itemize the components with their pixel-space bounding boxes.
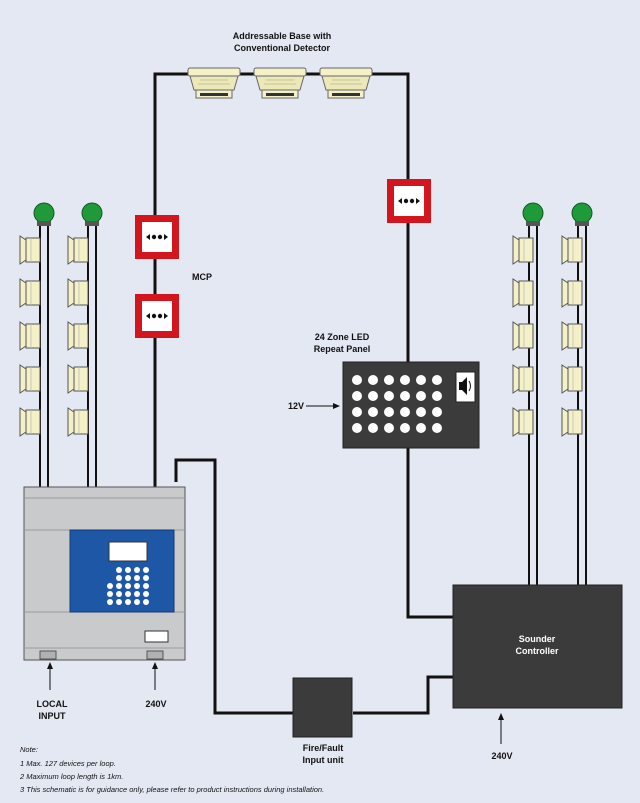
- fire-unit-label-line1: Fire/Fault: [303, 743, 344, 753]
- left-sounders-b: [67, 235, 89, 437]
- keypad-key: [116, 599, 122, 605]
- panel-voltage-label: 240V: [145, 699, 166, 709]
- led-indicator: [432, 375, 442, 385]
- repeat-panel-label-line1: 24 Zone LED: [315, 332, 370, 342]
- manual-call-point-icon: [387, 179, 431, 223]
- led-grid: [352, 375, 442, 433]
- detection-loop-wire: [153, 72, 453, 619]
- keypad-key: [134, 591, 140, 597]
- note-item: 2 Maximum loop length is 1km.: [19, 772, 123, 781]
- keypad-key: [116, 583, 122, 589]
- keypad-key: [143, 599, 149, 605]
- led-indicator: [432, 391, 442, 401]
- keypad-key: [134, 575, 140, 581]
- mcp-label: MCP: [192, 272, 212, 282]
- manual-call-point-icon: [135, 215, 179, 259]
- led-indicator: [368, 423, 378, 433]
- manual-call-point-icon: [135, 294, 179, 338]
- local-input-label-line1: LOCAL: [37, 699, 68, 709]
- keypad-key: [134, 599, 140, 605]
- keypad-key: [143, 583, 149, 589]
- sounder-controller-label-line2: Controller: [515, 646, 558, 656]
- smoke-detector-icon: [319, 67, 373, 99]
- beacon-icon: [33, 202, 55, 226]
- keypad-key: [116, 575, 122, 581]
- keypad-key: [107, 583, 113, 589]
- repeat-panel-label-line2: Repeat Panel: [314, 344, 371, 354]
- beacon-icon: [522, 202, 544, 226]
- keypad-key: [143, 575, 149, 581]
- keypad-key: [134, 567, 140, 573]
- sounder-control-wire: [353, 675, 453, 715]
- left-sounders-a: [19, 235, 41, 437]
- notes: Note: 1 Max. 127 devices per loop. 2 Max…: [19, 745, 324, 794]
- smoke-detector-icon: [187, 67, 241, 99]
- control-panel: [23, 486, 186, 661]
- detector-label-line2: Conventional Detector: [234, 43, 331, 53]
- keypad-key: [125, 583, 131, 589]
- right-sounder-cables: [528, 222, 587, 587]
- keypad-key: [125, 567, 131, 573]
- led-indicator: [400, 423, 410, 433]
- note-item: 1 Max. 127 devices per loop.: [20, 759, 116, 768]
- led-indicator: [432, 423, 442, 433]
- beacons: [33, 202, 593, 226]
- beacon-icon: [81, 202, 103, 226]
- keypad-key: [125, 575, 131, 581]
- led-indicator: [384, 407, 394, 417]
- led-indicator: [432, 407, 442, 417]
- led-indicator: [416, 423, 426, 433]
- note-item: 3 This schematic is for guidance only, p…: [20, 785, 324, 794]
- keypad-key: [116, 591, 122, 597]
- led-indicator: [368, 407, 378, 417]
- led-indicator: [416, 375, 426, 385]
- panel-keypad: [107, 567, 149, 605]
- wiring: [153, 72, 453, 715]
- sounder-controller-label-line1: Sounder: [519, 634, 556, 644]
- led-indicator: [352, 391, 362, 401]
- repeat-panel-voltage: 12V: [288, 401, 304, 411]
- keypad-key: [116, 567, 122, 573]
- panel-display: [108, 541, 148, 562]
- keypad-key: [143, 567, 149, 573]
- led-indicator: [416, 391, 426, 401]
- beacon-icon: [571, 202, 593, 226]
- fire-input-wire: [174, 458, 293, 715]
- keypad-key: [134, 583, 140, 589]
- led-indicator: [352, 407, 362, 417]
- detector-row: [187, 67, 373, 99]
- notes-title: Note:: [20, 745, 38, 754]
- keypad-key: [143, 591, 149, 597]
- led-indicator: [384, 391, 394, 401]
- led-indicator: [400, 407, 410, 417]
- sounder-voltage-label: 240V: [491, 751, 512, 761]
- repeat-panel: [342, 361, 480, 449]
- led-indicator: [352, 375, 362, 385]
- detector-label-line1: Addressable Base with: [233, 31, 332, 41]
- led-indicator: [384, 423, 394, 433]
- keypad-key: [107, 591, 113, 597]
- sounder-controller: [452, 584, 623, 709]
- keypad-key: [107, 599, 113, 605]
- keypad-key: [125, 599, 131, 605]
- led-indicator: [368, 391, 378, 401]
- fire-unit-label-line2: Input unit: [303, 755, 344, 765]
- left-sounder-cables: [39, 222, 97, 488]
- local-input-label-line2: INPUT: [39, 711, 67, 721]
- led-indicator: [352, 423, 362, 433]
- led-indicator: [416, 407, 426, 417]
- speaker-icon: [459, 377, 471, 395]
- smoke-detector-icon: [253, 67, 307, 99]
- led-indicator: [368, 375, 378, 385]
- led-indicator: [400, 375, 410, 385]
- led-indicator: [384, 375, 394, 385]
- fire-fault-input-unit: [292, 677, 353, 738]
- keypad-key: [125, 591, 131, 597]
- led-indicator: [400, 391, 410, 401]
